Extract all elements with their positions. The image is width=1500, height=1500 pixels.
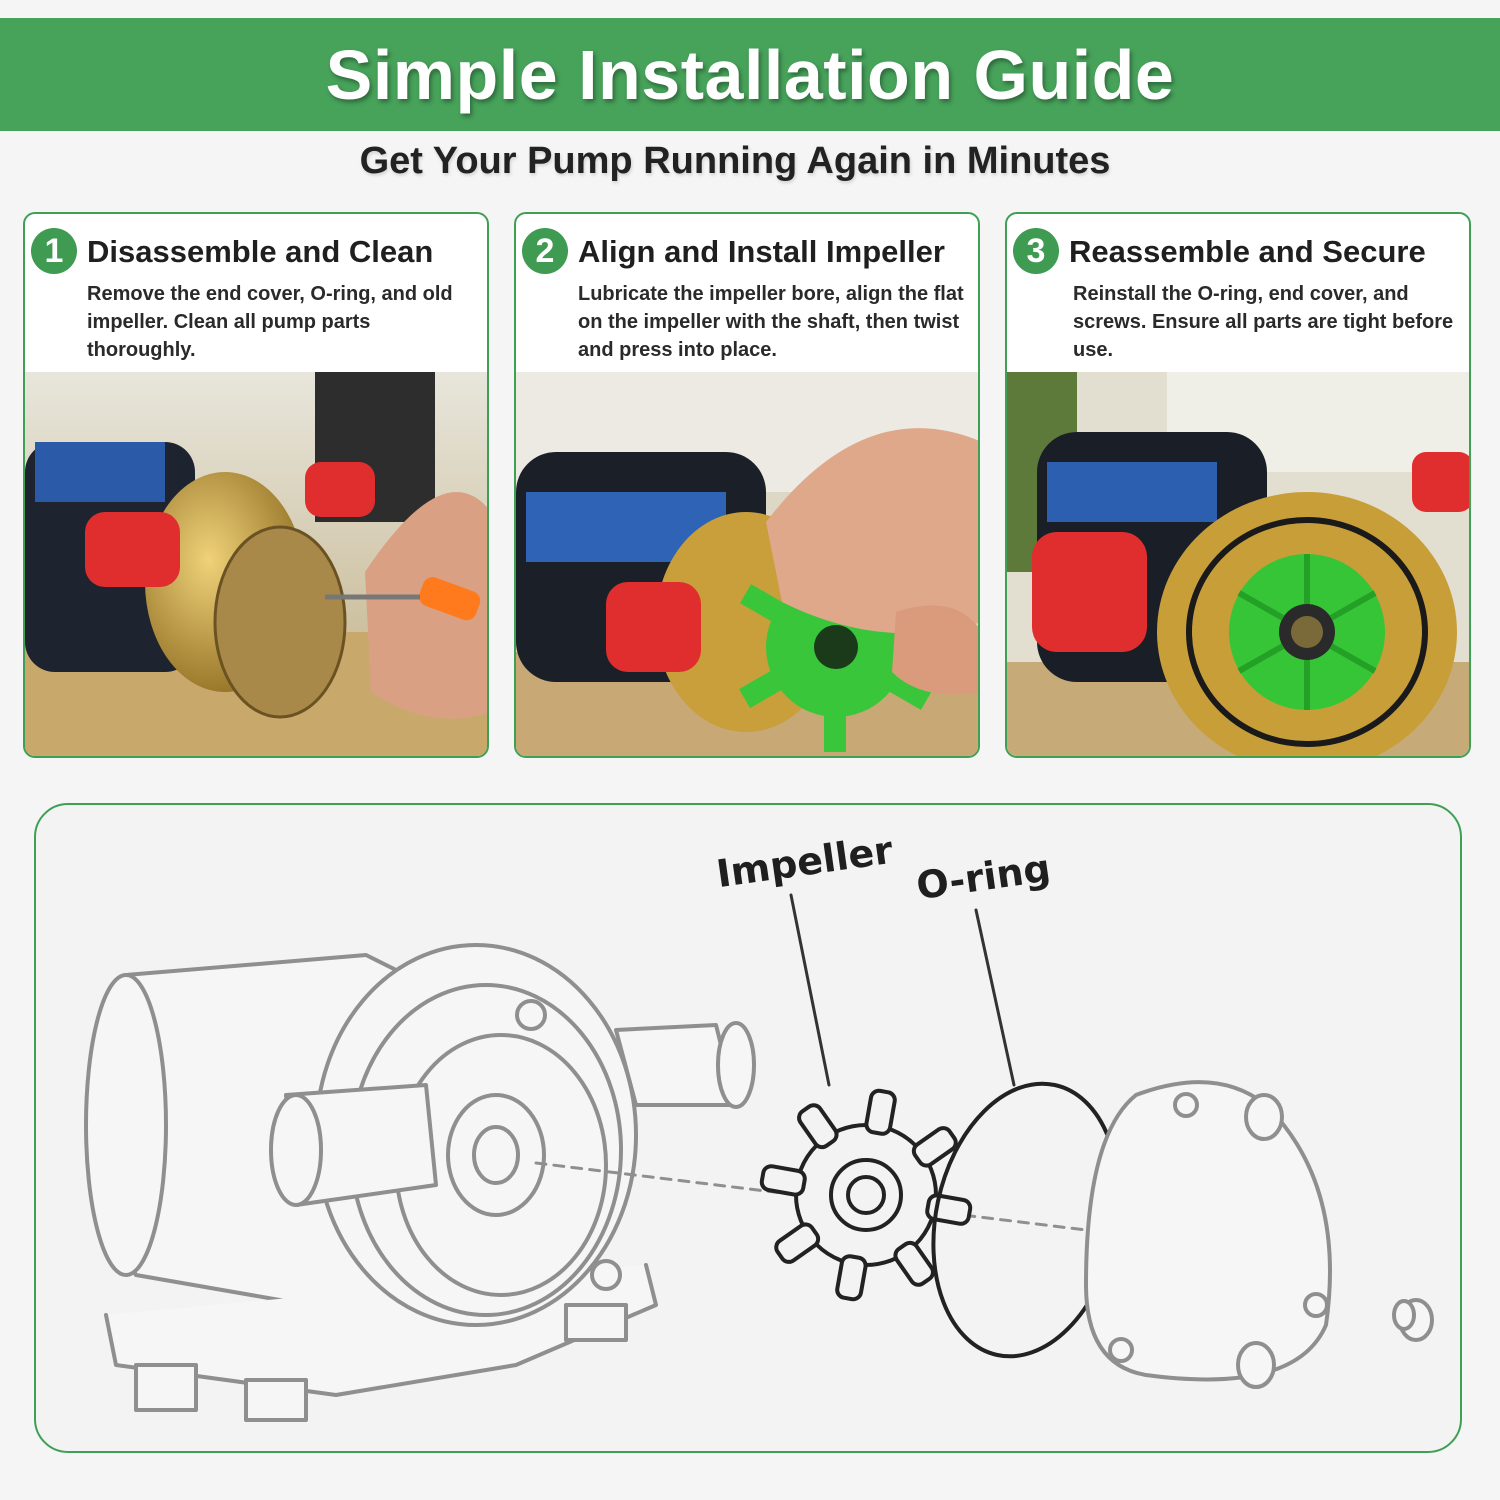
page-subtitle: Get Your Pump Running Again in Minutes bbox=[359, 140, 1111, 182]
pump-body-drawing bbox=[84, 943, 756, 1422]
page-title: Simple Installation Guide bbox=[325, 35, 1175, 114]
end-cover-drawing bbox=[1084, 1080, 1434, 1389]
step-number-badge: 1 bbox=[31, 228, 77, 274]
step-number-badge: 3 bbox=[1013, 228, 1059, 274]
header-banner: Simple Installation Guide bbox=[0, 18, 1500, 131]
step-title: Disassemble and Clean bbox=[87, 234, 434, 269]
step-photo-install-impeller bbox=[516, 372, 978, 756]
impeller-drawing bbox=[759, 1088, 973, 1302]
step-description: Lubricate the impeller bore, align the f… bbox=[578, 283, 964, 361]
step-description: Reinstall the O-ring, end cover, and scr… bbox=[1073, 283, 1454, 361]
step-card-1: 1 Disassemble and Clean Remove the end c… bbox=[23, 212, 489, 758]
step-number-badge: 2 bbox=[522, 228, 568, 274]
exploded-diagram: Impeller O-ring bbox=[34, 803, 1462, 1453]
step-title: Reassemble and Secure bbox=[1069, 234, 1426, 269]
step-description: Remove the end cover, O-ring, and old im… bbox=[87, 283, 453, 361]
step-card-3: 3 Reassemble and Secure Reinstall the O-… bbox=[1005, 212, 1471, 758]
step-photo-reassemble bbox=[1007, 372, 1469, 756]
step-title: Align and Install Impeller bbox=[578, 234, 945, 269]
step-card-2: 2 Align and Install Impeller Lubricate t… bbox=[514, 212, 980, 758]
step-photo-disassemble bbox=[25, 372, 487, 756]
